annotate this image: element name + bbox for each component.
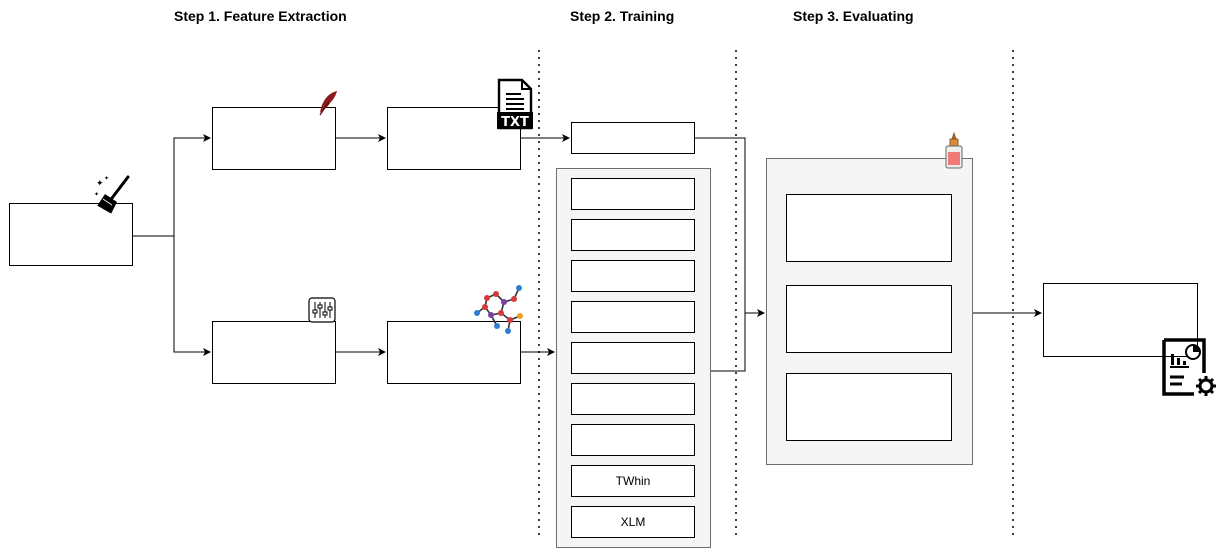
edge-input-split — [173, 236, 211, 356]
glue-bottle-icon — [945, 132, 963, 169]
text-feature-box — [212, 107, 336, 170]
top-model-box — [571, 122, 695, 154]
model-box — [571, 219, 695, 251]
broom-icon: ✦ ✦ ✦ — [94, 175, 130, 215]
model-box-twhin: TWhin — [571, 465, 695, 497]
edge-input-split — [133, 134, 211, 237]
txt-file-icon: TXT — [497, 78, 533, 130]
input-data-box — [9, 203, 133, 266]
eval-box-3 — [786, 373, 952, 441]
result-box — [1043, 283, 1198, 357]
model-box — [571, 342, 695, 374]
equalizer-icon — [308, 297, 336, 323]
report-settings-icon — [1162, 338, 1216, 396]
svg-text:✦: ✦ — [94, 191, 99, 198]
molecule-graph-icon — [474, 285, 523, 334]
settings-feature-box — [212, 321, 336, 384]
eval-box-1 — [786, 194, 952, 262]
model-box — [571, 178, 695, 210]
step-1-title: Step 1. Feature Extraction — [174, 8, 347, 24]
graph-feature-box — [387, 321, 521, 384]
model-box — [571, 301, 695, 333]
model-box — [571, 383, 695, 415]
edge-training-merge — [695, 137, 746, 372]
model-box — [571, 260, 695, 292]
svg-text:TXT: TXT — [501, 115, 529, 130]
quill-icon — [319, 91, 337, 116]
model-box-xlm: XLM — [571, 506, 695, 538]
step-3-title: Step 3. Evaluating — [793, 8, 914, 24]
step-2-title: Step 2. Training — [570, 8, 675, 24]
eval-box-2 — [786, 285, 952, 353]
svg-text:✦: ✦ — [96, 179, 104, 189]
svg-text:✦: ✦ — [104, 175, 109, 182]
model-box — [571, 424, 695, 456]
